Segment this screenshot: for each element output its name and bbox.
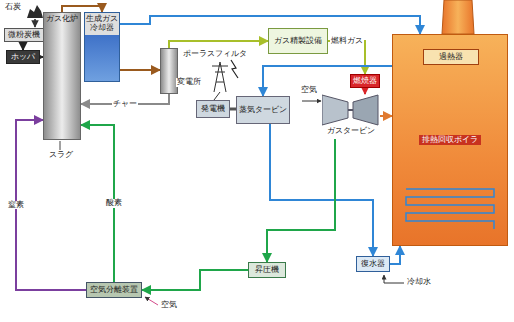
air-inlet-arrow [302, 101, 321, 102]
flow-line [390, 246, 400, 264]
node-text: ガスタービン [327, 127, 375, 136]
hrsg-box: 過熱器排熱回収ボイラ [392, 34, 508, 246]
flow-line [142, 270, 248, 290]
coil-path [406, 189, 494, 229]
steam-turbine-box: 蒸気タービン [236, 96, 290, 124]
flow-label: 燃料ガス [330, 37, 364, 46]
node-text: 空気分離装置 [90, 286, 138, 295]
flow-line [169, 41, 268, 48]
inlet-label: 空気 [160, 301, 178, 310]
node-text: 発電機 [201, 105, 225, 114]
node-text: ホッパ [11, 53, 35, 62]
air-separation-box: 空気分離装置 [86, 282, 142, 298]
flow-line [16, 120, 86, 290]
node-text: 燃焼器 [353, 77, 377, 86]
gas-turbine: ガスタービン [322, 94, 380, 139]
porous-filter-vessel: ポーラスフィルタ [160, 48, 178, 94]
flow-line [328, 41, 365, 74]
heat-exchanger-coils [402, 185, 498, 229]
node-text: 微粉炭機 [8, 31, 40, 40]
air-inlet-arrow [145, 297, 158, 305]
shaft [348, 109, 353, 111]
stack [442, 0, 474, 34]
inlet-label: 空気 [300, 86, 318, 95]
flow-line [270, 124, 373, 256]
node-text: 昇圧機 [255, 266, 279, 275]
substation-label: 変電所 [176, 78, 202, 87]
booster-compressor-box: 昇圧機 [248, 262, 286, 278]
flow-line [364, 88, 366, 94]
node-text: ガス精製設備 [274, 37, 322, 46]
output-label: スラグ [48, 151, 74, 160]
flow-line [22, 42, 24, 50]
gas-cooler-vessel: 生成ガス冷却器 [84, 12, 120, 82]
coal-pile [27, 5, 43, 18]
turbine-shape [353, 95, 378, 125]
generator-box: 発電機 [196, 100, 230, 118]
transmission-tower [212, 60, 238, 100]
flow-line [120, 69, 160, 71]
turbine-symbol [322, 94, 380, 126]
flow-line [267, 139, 335, 262]
coal-feed-line [34, 19, 36, 27]
node-text: 復水器 [361, 260, 385, 269]
node-text: ポーラスフィルタ [183, 50, 247, 59]
superheater-box: 過熱器 [423, 49, 479, 65]
flow-line [380, 115, 392, 117]
feed-label: 石炭 [4, 3, 22, 12]
slag-outlet-line [60, 141, 61, 150]
power-wire [214, 92, 220, 100]
cooling-water-label: 冷却水 [406, 278, 432, 287]
hopper-box: ホッパ [6, 50, 40, 64]
node-text: 生成ガス冷却器 [86, 15, 118, 33]
condenser-box: 復水器 [356, 256, 390, 272]
cooling-water-arrow [384, 275, 404, 283]
combustor-box: 燃焼器 [350, 74, 380, 88]
flow-line [263, 66, 392, 96]
node-text: 排熱回収ボイラ [419, 135, 481, 146]
node-text: ガス化炉 [46, 15, 78, 24]
flow-label: チャー [112, 100, 138, 109]
pulverizer-box: 微粉炭機 [4, 28, 44, 42]
lightning-symbol [231, 60, 238, 78]
tower-frame [212, 62, 228, 92]
compressor-shape [322, 95, 348, 125]
flow-label: 酸素 [105, 199, 123, 208]
flow-label: 窒素 [7, 201, 25, 210]
gasifier-vessel: ガス化炉 [43, 12, 81, 140]
node-text: 蒸気タービン [239, 106, 287, 115]
node-text: 過熱器 [439, 53, 463, 62]
gas-cleanup-box: ガス精製設備 [268, 28, 328, 54]
